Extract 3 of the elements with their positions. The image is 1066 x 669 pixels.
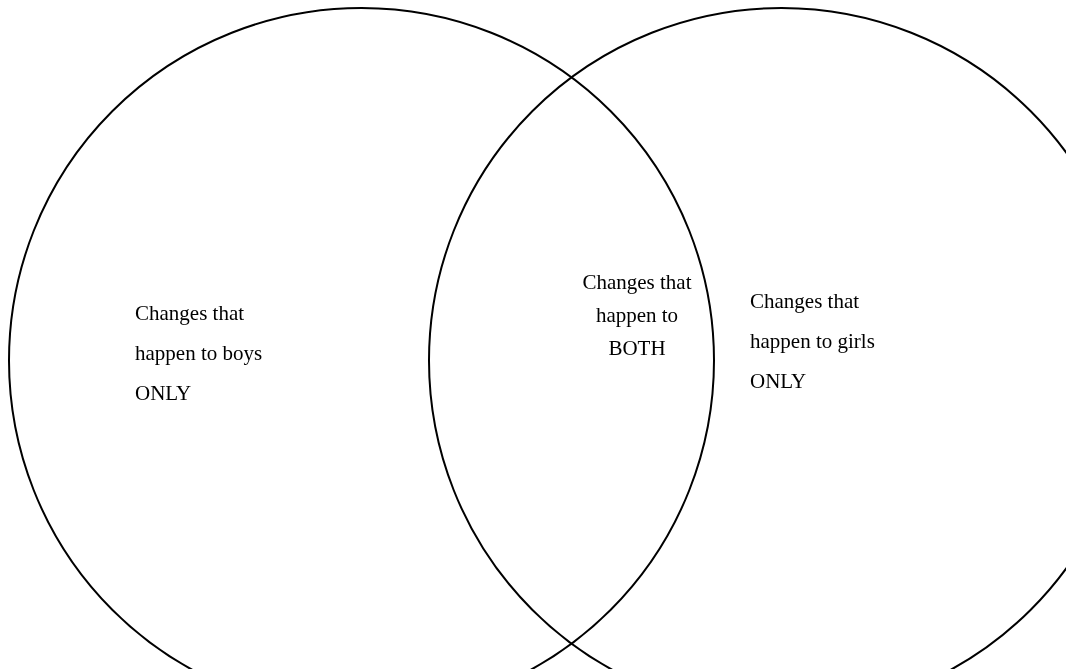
- circle-label: Changes that happen to boys ONLY: [135, 300, 264, 407]
- circle-label: Changes that happen to girls ONLY: [750, 288, 876, 395]
- overlap-label: Changes that happen to BOTH: [581, 269, 693, 362]
